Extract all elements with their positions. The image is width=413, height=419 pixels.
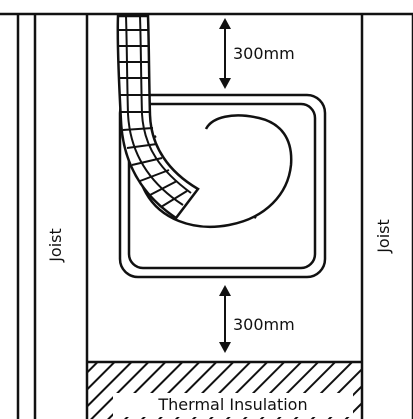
bottom-clearance-label: 300mm: [233, 315, 295, 334]
thermal-insulation-label: Thermal Insulation: [157, 395, 307, 414]
flexible-duct: [116, 14, 200, 220]
ceiling-cavity-frame: [0, 12, 413, 419]
thermal-insulation: [87, 360, 362, 419]
joist-left-label: Joist: [46, 228, 65, 263]
bottom-clearance-arrow: [219, 285, 231, 353]
joist-right-label: Joist: [374, 219, 393, 254]
top-clearance-arrow: [219, 18, 231, 89]
top-clearance-label: 300mm: [233, 44, 295, 63]
